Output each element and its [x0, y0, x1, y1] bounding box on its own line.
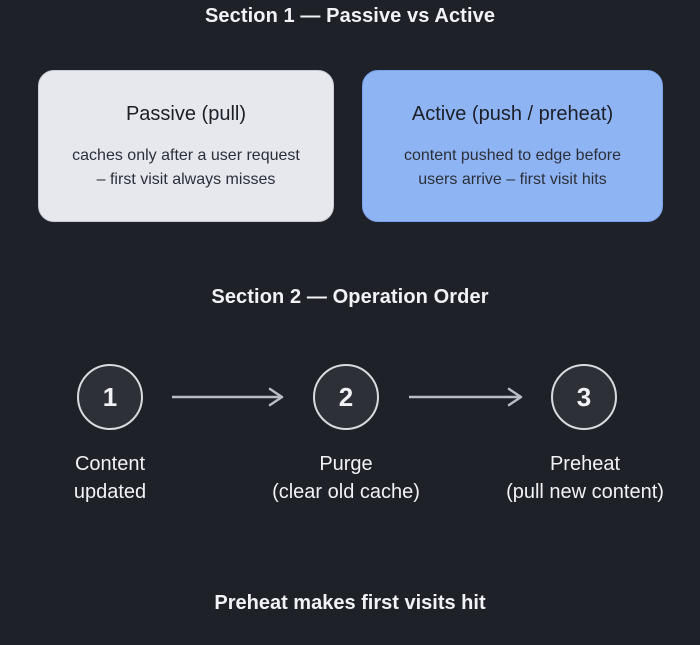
- step-3-label-line1: Preheat: [549, 453, 621, 475]
- section2-title: Section 2 — Operation Order: [211, 286, 489, 308]
- step-3-label-line2: (pull new content): [506, 481, 664, 503]
- active-desc-line1: content pushed to edge before: [403, 147, 622, 164]
- section1-title: Section 1 — Passive vs Active: [204, 5, 496, 27]
- step-3-circle: 3: [551, 364, 617, 430]
- passive-card-description: caches only after a user request – first…: [49, 144, 323, 192]
- step-1-label-line1: Content: [74, 453, 146, 475]
- active-card-description: content pushed to edge before users arri…: [373, 144, 652, 192]
- step-1-label: Content updated: [0, 450, 230, 506]
- passive-desc-line2: – first visit always misses: [96, 171, 276, 188]
- step-1-circle: 1: [77, 364, 143, 430]
- active-desc-line2: users arrive – first visit hits: [418, 171, 607, 188]
- step-2-label-line2: (clear old cache): [272, 481, 420, 503]
- active-card: Active (push / preheat) content pushed t…: [362, 70, 663, 222]
- step-3-label: Preheat (pull new content): [465, 450, 700, 506]
- step-2-label: Purge (clear old cache): [226, 450, 466, 506]
- step-2-circle: 2: [313, 364, 379, 430]
- active-card-title: Active (push / preheat): [411, 103, 614, 125]
- footer-note: Preheat makes first visits hit: [214, 592, 486, 614]
- passive-card-title: Passive (pull): [125, 103, 247, 125]
- passive-card: Passive (pull) caches only after a user …: [38, 70, 334, 222]
- passive-desc-line1: caches only after a user request: [72, 147, 300, 164]
- arrow-right-icon: [172, 387, 284, 407]
- step-2-label-line1: Purge: [319, 453, 373, 475]
- arrow-right-icon: [409, 387, 523, 407]
- step-1-label-line2: updated: [73, 481, 147, 503]
